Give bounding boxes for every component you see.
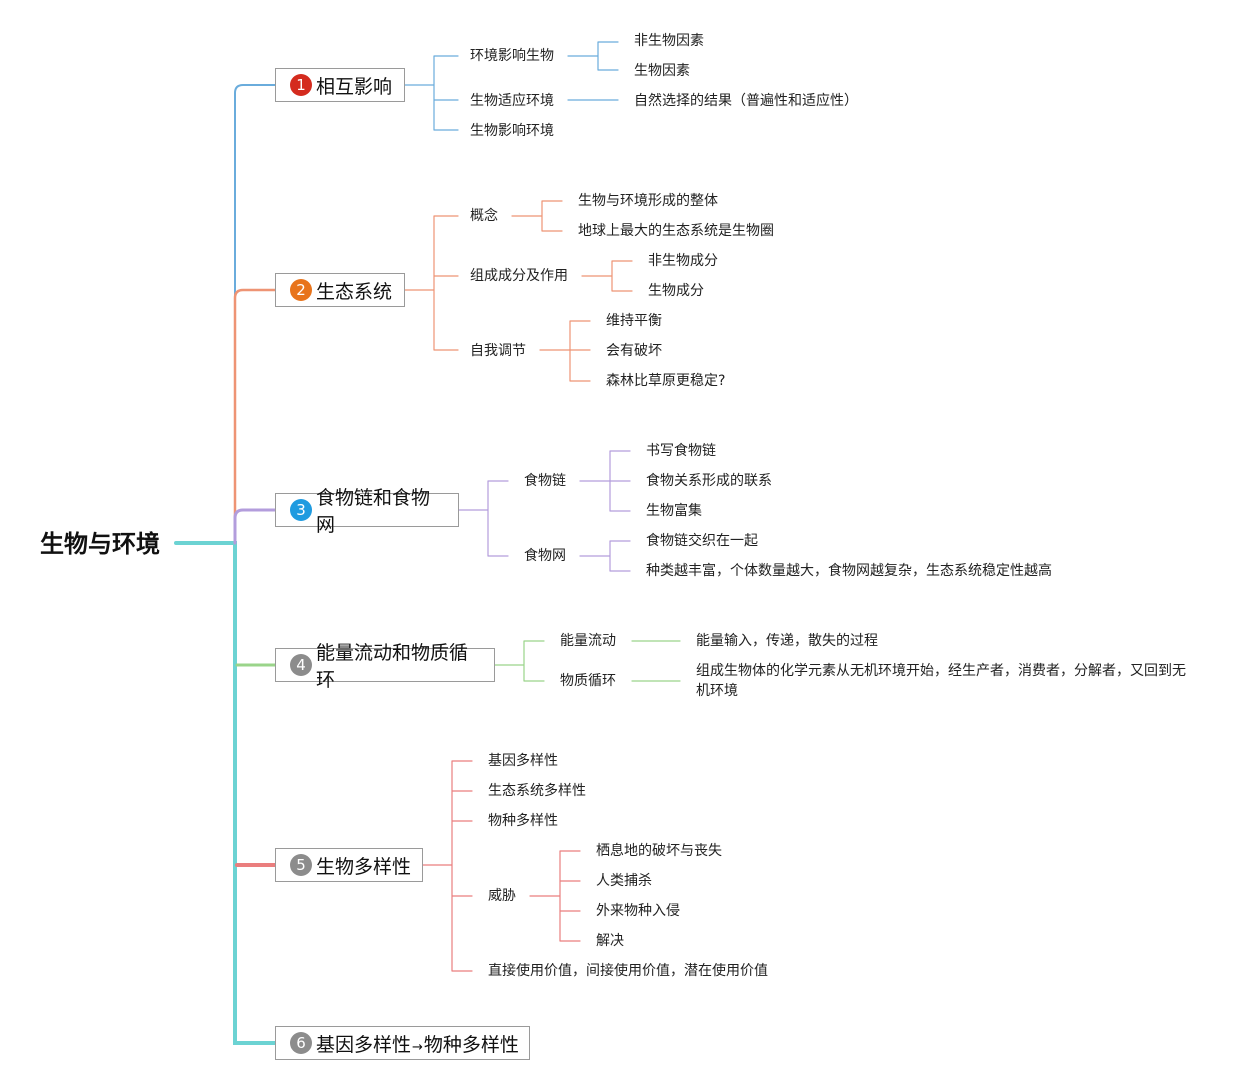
- subtopic-components[interactable]: 组成成分及作用: [470, 268, 568, 284]
- trunk-line: [174, 541, 277, 1045]
- branch-3-connector: [233, 508, 277, 545]
- badge-6: 6: [290, 1032, 312, 1054]
- leaf-interwoven[interactable]: 食物链交织在一起: [646, 533, 758, 549]
- leaf-balance[interactable]: 维持平衡: [606, 313, 662, 329]
- subtopic-genetic-diversity[interactable]: 基因多样性: [488, 753, 558, 769]
- energy-matter-subtree: [631, 640, 681, 682]
- subtopic-species-diversity[interactable]: 物种多样性: [488, 813, 558, 829]
- subtopic-matter-cycle[interactable]: 物质循环: [560, 673, 616, 689]
- branch-3-node[interactable]: 3 食物链和食物网: [275, 487, 459, 536]
- leaf-natural-selection[interactable]: 自然选择的结果（普遍性和适应性）: [634, 93, 858, 109]
- leaf-bioaccumulation[interactable]: 生物富集: [646, 503, 702, 519]
- leaf-whole[interactable]: 生物与环境形成的整体: [578, 193, 718, 209]
- subtopic-concept[interactable]: 概念: [470, 208, 498, 224]
- subtopic-food-chain[interactable]: 食物链: [524, 473, 566, 489]
- subtopic-food-web[interactable]: 食物网: [524, 548, 566, 564]
- branch-6-label-a: 基因多样性: [316, 1033, 412, 1056]
- branch-5-label: 生物多样性: [316, 855, 412, 878]
- subtopic-self-regulation[interactable]: 自我调节: [470, 343, 526, 359]
- subtopic-life-adapts[interactable]: 生物适应环境: [470, 93, 554, 109]
- leaf-disruption[interactable]: 会有破坏: [606, 343, 662, 359]
- food-chain-subtree: [579, 450, 631, 512]
- regulation-subtree: [539, 320, 591, 382]
- branch-4-label: 能量流动和物质循环: [316, 642, 469, 691]
- branch-4-subtree: [494, 640, 545, 682]
- branch-2-subtree: [404, 215, 459, 351]
- subtopic-ecosystem-diversity[interactable]: 生态系统多样性: [488, 783, 586, 799]
- leaf-biotic-components[interactable]: 生物成分: [648, 283, 704, 299]
- branch-1-node[interactable]: 1 相互影响: [275, 68, 405, 102]
- badge-2: 2: [290, 279, 312, 301]
- branch-2-connector: [233, 288, 277, 545]
- env-affects-subtree: [567, 41, 619, 71]
- branch-1-connector: [234, 84, 276, 544]
- leaf-forest-stable[interactable]: 森林比草原更稳定?: [606, 373, 726, 389]
- branch-4-node[interactable]: 4 能量流动和物质循环: [275, 642, 495, 691]
- branch-3-label: 食物链和食物网: [316, 487, 431, 536]
- leaf-biotic-factors[interactable]: 生物因素: [634, 63, 690, 79]
- leaf-invasive-species[interactable]: 外来物种入侵: [596, 903, 680, 919]
- badge-5: 5: [290, 854, 312, 876]
- leaf-habitat-loss[interactable]: 栖息地的破坏与丧失: [596, 843, 722, 859]
- concept-subtree: [511, 200, 563, 232]
- branch-6-label-b: 物种多样性: [423, 1033, 519, 1056]
- subtopic-threats[interactable]: 威胁: [488, 888, 516, 904]
- right-arrow-icon: →: [412, 1039, 423, 1055]
- leaf-write-food-chain[interactable]: 书写食物链: [646, 443, 716, 459]
- leaf-biosphere[interactable]: 地球上最大的生态系统是生物圈: [578, 223, 774, 239]
- branch-5-node[interactable]: 5 生物多样性: [275, 848, 423, 882]
- branch-6-node[interactable]: 6 基因多样性 → 物种多样性: [275, 1026, 530, 1060]
- badge-1: 1: [290, 74, 312, 96]
- leaf-stability[interactable]: 种类越丰富，个体数量越大，食物网越复杂，生态系统稳定性越高: [646, 563, 1052, 579]
- subtopic-energy-flow[interactable]: 能量流动: [560, 633, 616, 649]
- branch-2-node[interactable]: 2 生态系统: [275, 273, 405, 307]
- leaf-hunting[interactable]: 人类捕杀: [596, 873, 652, 889]
- threats-subtree: [529, 850, 581, 942]
- subtopic-environment-affects-life[interactable]: 环境影响生物: [470, 48, 554, 64]
- leaf-matter-cycle-desc[interactable]: 组成生物体的化学元素从无机环境开始，经生产者，消费者，分解者，又回到无机环境: [696, 663, 1186, 699]
- food-web-subtree: [579, 540, 631, 572]
- leaf-feeding-relations[interactable]: 食物关系形成的联系: [646, 473, 772, 489]
- leaf-abiotic-factors[interactable]: 非生物因素: [634, 33, 704, 49]
- branch-1-label: 相互影响: [316, 75, 393, 98]
- root-topic[interactable]: 生物与环境: [40, 530, 160, 558]
- subtopic-life-affects-environment[interactable]: 生物影响环境: [470, 123, 554, 139]
- badge-4: 4: [290, 654, 312, 676]
- branch-5-subtree: [422, 760, 473, 972]
- branch-3-subtree: [458, 480, 509, 557]
- badge-3: 3: [290, 499, 312, 521]
- components-subtree: [581, 260, 633, 292]
- subtopic-use-values[interactable]: 直接使用价值，间接使用价值，潜在使用价值: [488, 963, 768, 979]
- leaf-abiotic-components[interactable]: 非生物成分: [648, 253, 718, 269]
- leaf-energy-process[interactable]: 能量输入，传递，散失的过程: [696, 633, 878, 649]
- leaf-solution[interactable]: 解决: [596, 933, 624, 949]
- branch-2-label: 生态系统: [316, 280, 393, 303]
- branch-1-subtree: [404, 55, 459, 131]
